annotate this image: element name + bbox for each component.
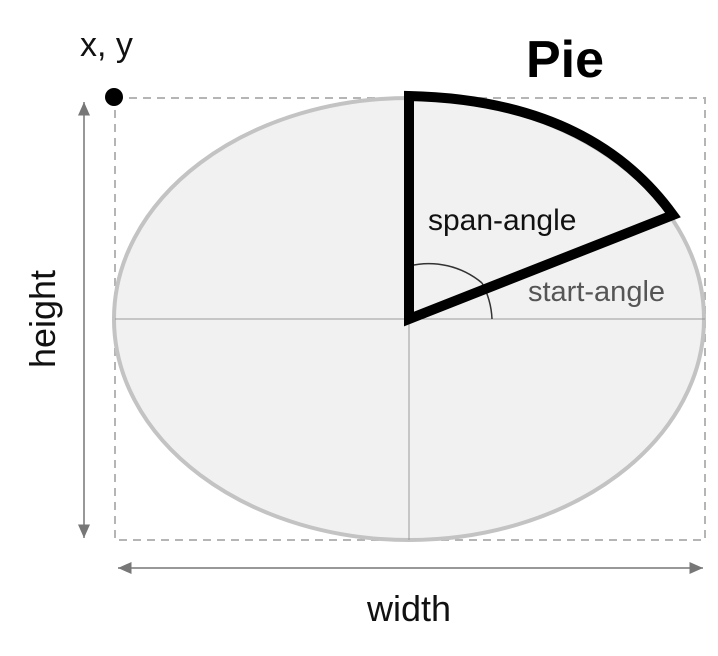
width-label: width — [366, 588, 451, 629]
start-angle-arc — [481, 282, 493, 320]
origin-dot-icon — [105, 88, 123, 106]
height-label: height — [22, 270, 63, 368]
pie-slice — [404, 90, 681, 327]
span-angle-arc — [408, 262, 483, 284]
origin-label: x, y — [80, 26, 133, 64]
diagram-title: Pie — [526, 31, 604, 89]
span-angle-label: span-angle — [428, 204, 576, 237]
start-angle-label: start-angle — [528, 276, 665, 308]
